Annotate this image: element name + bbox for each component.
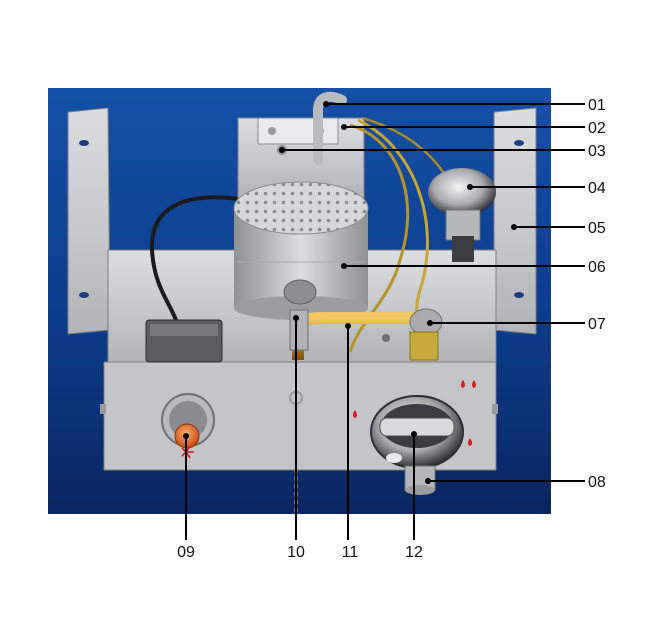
callout-label-09: 09 xyxy=(177,544,195,561)
flame-marker-icon xyxy=(472,380,476,388)
valve-stem xyxy=(404,465,436,495)
burner-inlet-hole xyxy=(283,279,317,305)
callout-label-06: 06 xyxy=(588,259,606,276)
control-knob xyxy=(370,395,464,469)
callout-label-03: 03 xyxy=(588,143,606,160)
leader-dots xyxy=(183,101,517,484)
black-cable xyxy=(149,195,247,321)
leader-lines xyxy=(185,103,585,540)
flame-marker-icon xyxy=(468,438,472,446)
callout-label-08: 08 xyxy=(588,474,606,491)
callout-label-12: 12 xyxy=(405,544,423,561)
callout-labels: 01 02 03 04 05 06 07 08 09 10 11 12 xyxy=(177,97,606,561)
callout-label-07: 07 xyxy=(588,316,606,333)
pilot-assembly xyxy=(428,168,496,262)
callout-label-01: 01 xyxy=(588,97,606,114)
flame-marker-icon xyxy=(353,410,357,418)
callout-label-10: 10 xyxy=(287,544,305,561)
burner xyxy=(233,181,369,320)
flame-marker-icon xyxy=(461,380,465,388)
injector xyxy=(289,309,309,351)
pipe-fitting xyxy=(409,308,443,361)
top-feed-pipe xyxy=(313,91,347,165)
igniter-box xyxy=(145,319,223,363)
flame-markers xyxy=(353,380,476,446)
callout-label-02: 02 xyxy=(588,120,606,137)
callout-label-04: 04 xyxy=(588,180,606,197)
callout-label-05: 05 xyxy=(588,220,606,237)
left-bracket xyxy=(67,107,111,335)
callout-label-11: 11 xyxy=(342,544,359,561)
right-bracket xyxy=(493,107,537,335)
